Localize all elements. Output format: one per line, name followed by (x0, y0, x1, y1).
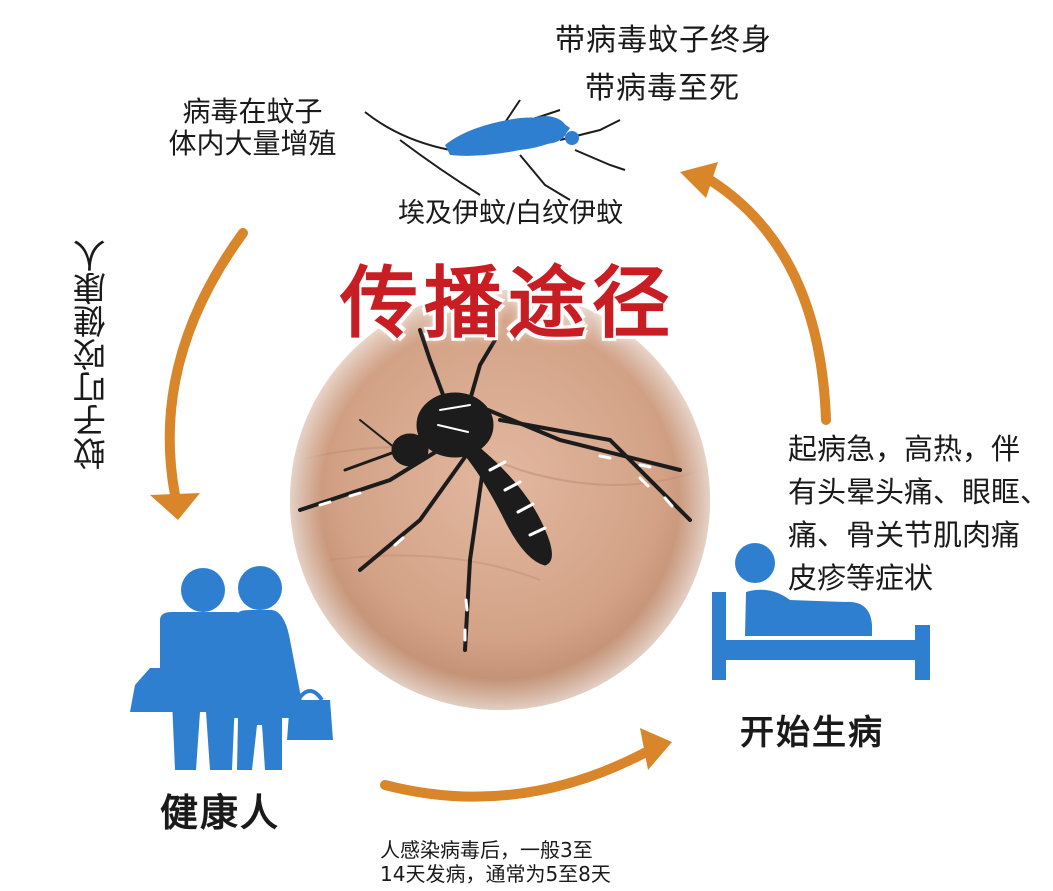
arrow-left (164, 228, 248, 500)
arrow-heads (150, 162, 718, 770)
start-sick-label: 开始生病 (740, 713, 884, 753)
incubation-period-text: 人感染病毒后，一般3至 14天发病，通常为5至8天 (380, 838, 611, 886)
cycle-arrows (164, 175, 831, 802)
tiger-mosquito-icon (298, 328, 692, 652)
mosquito-bite-label: 蚊子叮咬健康人 (72, 239, 112, 471)
arrow-bottom (380, 745, 655, 802)
arrowhead-bottom (640, 728, 672, 770)
person-in-bed-icon (712, 543, 930, 680)
symptoms-text: 起病急，高热，伴 有头晕头痛、眼眶、 痛、骨关节肌肉痛 皮疹等症状 (788, 432, 1050, 595)
arrow-right (705, 175, 831, 425)
mosquito-lifetime-text: 带病毒蚊子终身 (555, 23, 772, 58)
arrowhead-left (150, 493, 200, 520)
healthy-person-label: 健康人 (160, 791, 281, 835)
viral-replication-text: 病毒在蚊子 体内大量增殖 (168, 95, 337, 161)
blue-mosquito-icon (364, 99, 626, 201)
mosquito-until-death-text: 带病毒至死 (585, 71, 740, 106)
arrowhead-right (680, 162, 718, 198)
couple-with-bags-icon (130, 566, 333, 770)
diagram-title: 传播途径 (340, 259, 677, 349)
mosquito-species-text: 埃及伊蚊/白纹伊蚊 (398, 198, 624, 229)
